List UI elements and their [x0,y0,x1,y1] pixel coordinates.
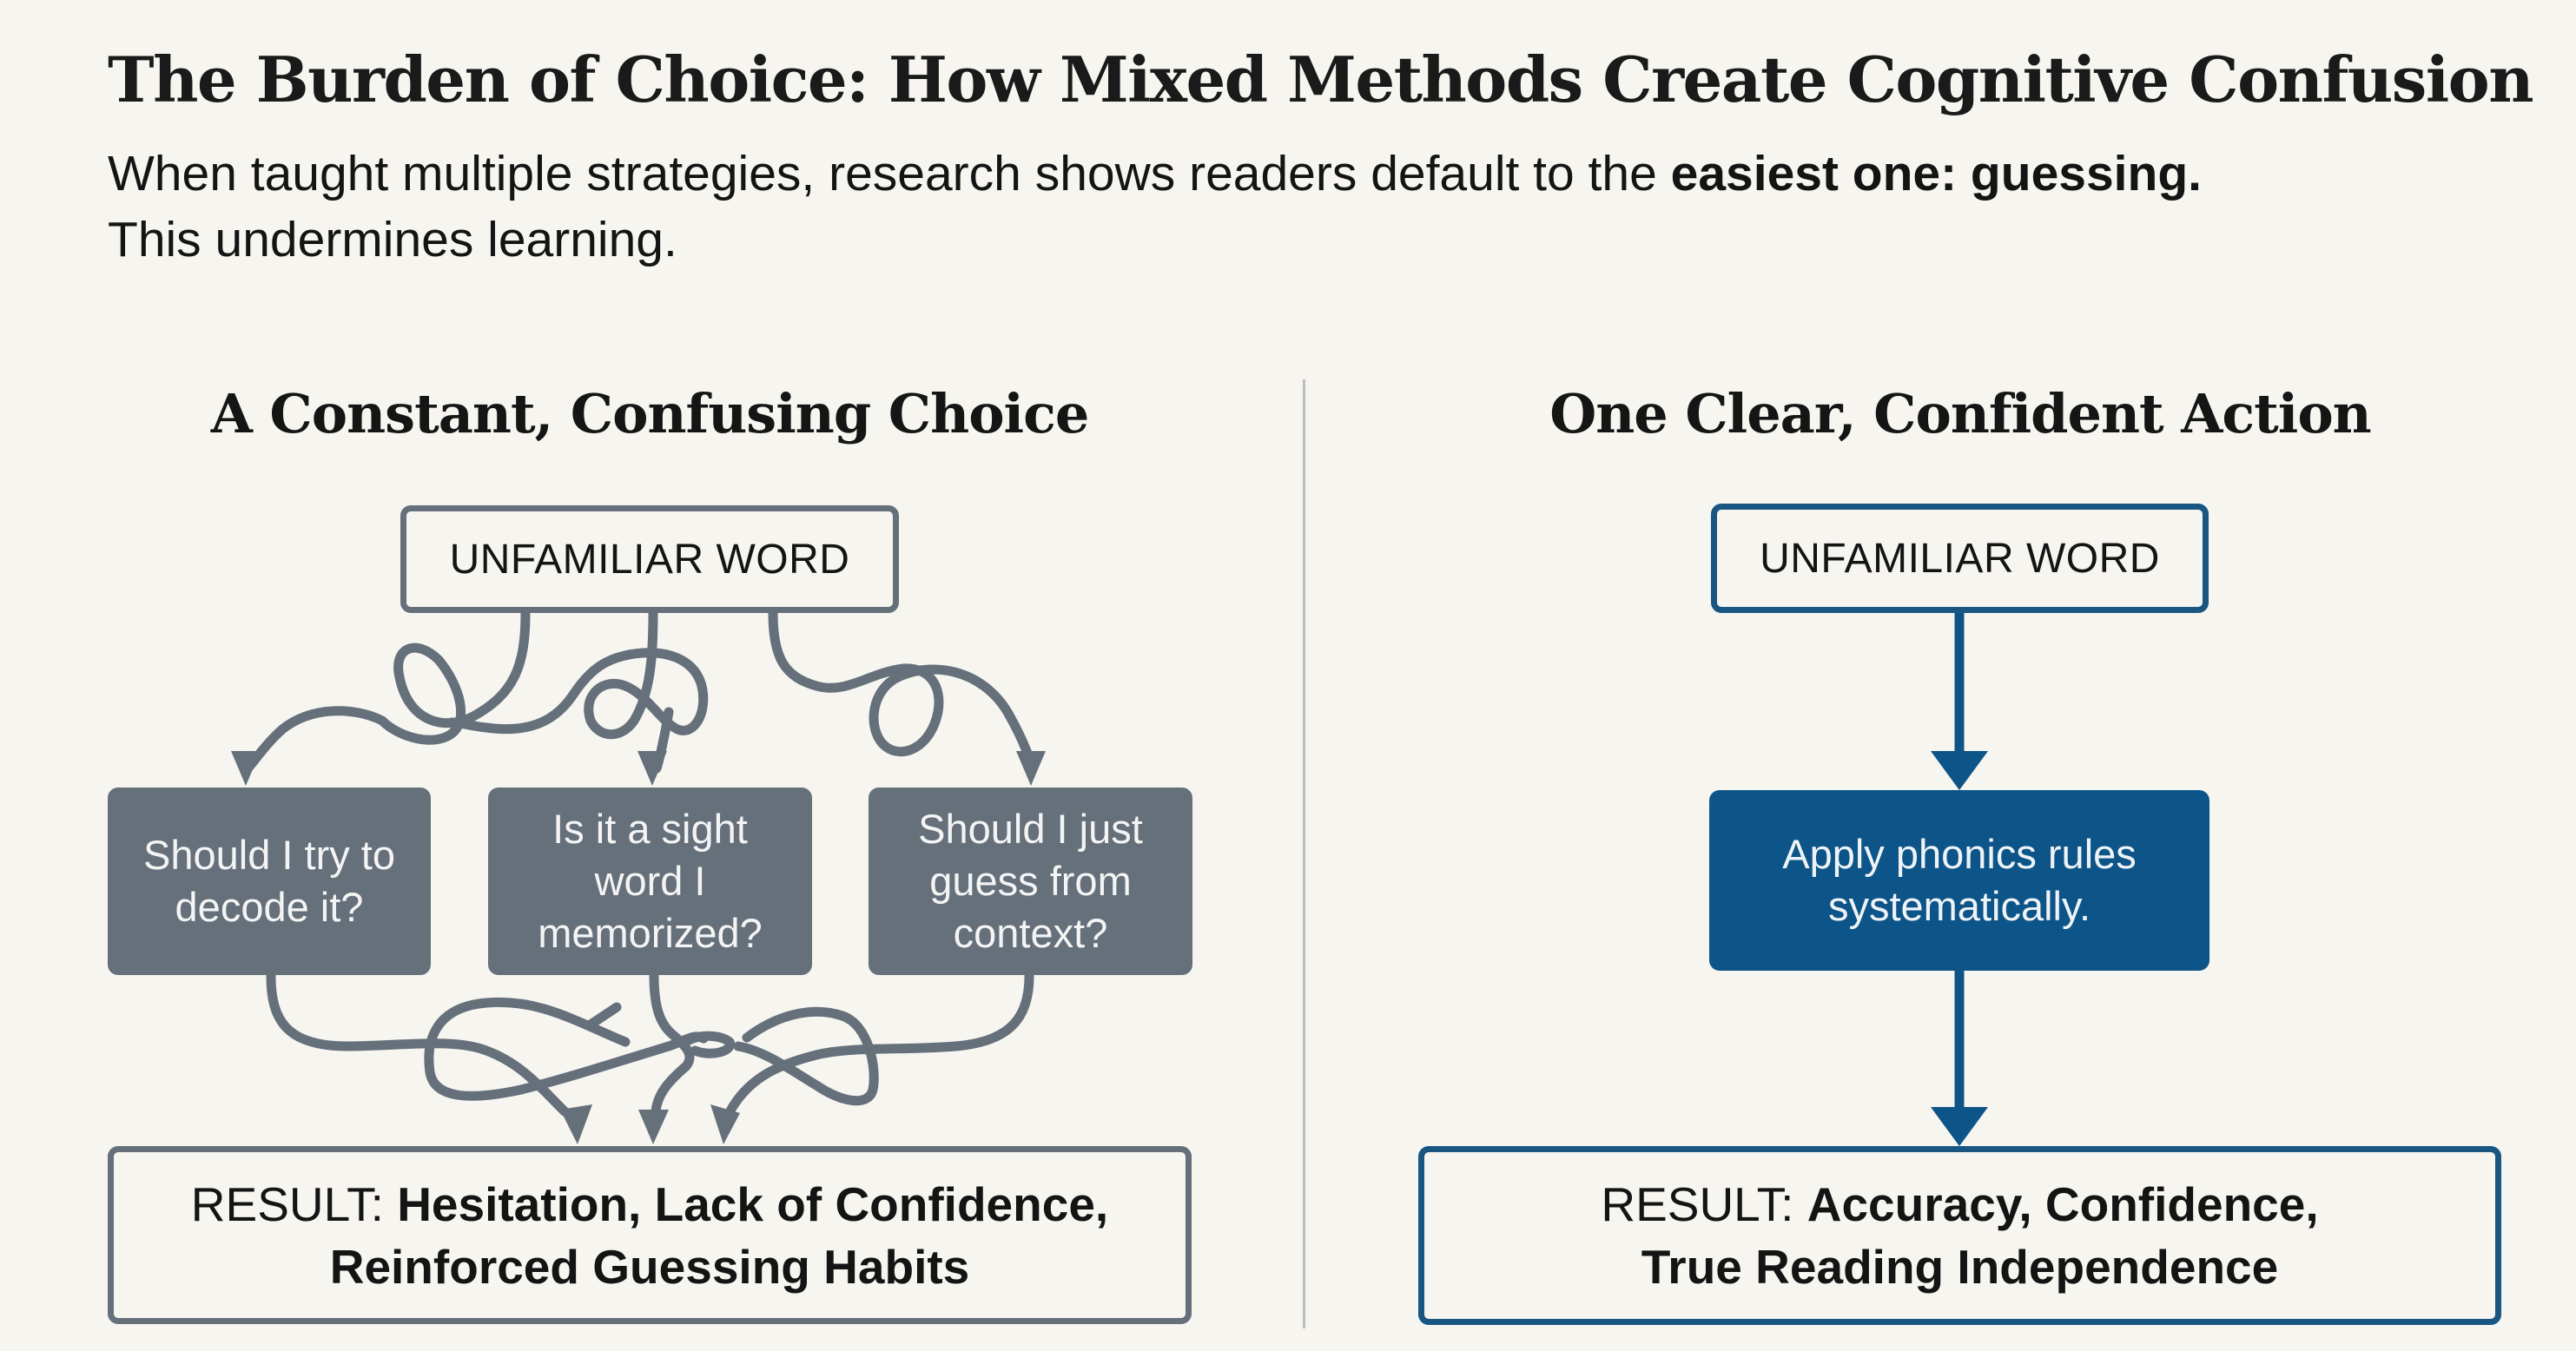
arrowhead-result-1 [560,1104,592,1144]
choice-decode-label: Should I try to decode it? [143,832,395,930]
right-result-line1: Accuracy, Confidence, [1807,1177,2319,1231]
left-result-prefix: RESULT: [190,1176,398,1231]
connector-loop-right [733,1006,879,1106]
subtitle-emphasis: easiest one: guessing. [1670,146,2202,201]
left-start-node: UNFAMILIAR WORD [400,505,899,613]
right-panel-title: One Clear, Confident Action [1549,382,2372,445]
choice-guess: Should I just guess from context? [869,788,1192,975]
choice-sight-word-label: Is it a sight word I memorized? [538,806,763,956]
panel-divider [1303,379,1305,1328]
arrowhead-to-right-result [1931,1107,1988,1146]
subtitle-text: When taught multiple strategies, researc… [108,146,1671,201]
page-title: The Burden of Choice: How Mixed Methods … [108,43,2534,116]
connector-center-knot [681,1031,736,1058]
phonics-action-box: Apply phonics rules systematically. [1709,790,2209,971]
left-panel-title: A Constant, Confusing Choice [210,382,1090,445]
right-result-text: RESULT: Accuracy, Confidence, True Readi… [1601,1173,2318,1298]
arrowhead-result-3 [710,1104,740,1144]
connector-guess-to-result [723,971,1034,1121]
choice-sight-word: Is it a sight word I memorized? [488,788,812,975]
subtitle-line2: This undermines learning. [108,212,677,267]
left-start-node-label: UNFAMILIAR WORD [449,536,850,583]
choice-decode: Should I try to decode it? [108,788,431,975]
connector-start-to-decode [241,608,531,774]
left-result-line2: Reinforced Guessing Habits [329,1239,970,1294]
phonics-action-label: Apply phonics rules systematically. [1782,831,2137,929]
right-start-node-label: UNFAMILIAR WORD [1760,535,2160,582]
arrowhead-to-decode [231,751,261,786]
arrowhead-to-sight [637,751,667,786]
arrowhead-to-guess [1016,751,1046,786]
choice-guess-label: Should I just guess from context? [918,806,1143,956]
left-result-line1: Hesitation, Lack of Confidence, [397,1176,1109,1231]
left-result-box: RESULT: Hesitation, Lack of Confidence, … [108,1146,1192,1324]
connector-loop-left [424,997,709,1101]
connector-decode-to-result [266,971,570,1117]
right-result-line2: True Reading Independence [1641,1240,2279,1294]
page-subtitle: When taught multiple strategies, researc… [108,141,2540,273]
connector-sight-to-result [649,971,695,1117]
arrowhead-to-phonics [1931,751,1988,790]
connector-start-to-guess [768,608,1037,774]
right-result-prefix: RESULT: [1601,1177,1807,1231]
arrowhead-result-2 [638,1110,669,1144]
left-result-text: RESULT: Hesitation, Lack of Confidence, … [191,1173,1108,1298]
connector-start-to-sight [446,608,709,740]
connector-spur [585,1002,622,1030]
right-result-box: RESULT: Accuracy, Confidence, True Readi… [1418,1146,2501,1325]
right-start-node: UNFAMILIAR WORD [1711,504,2209,613]
